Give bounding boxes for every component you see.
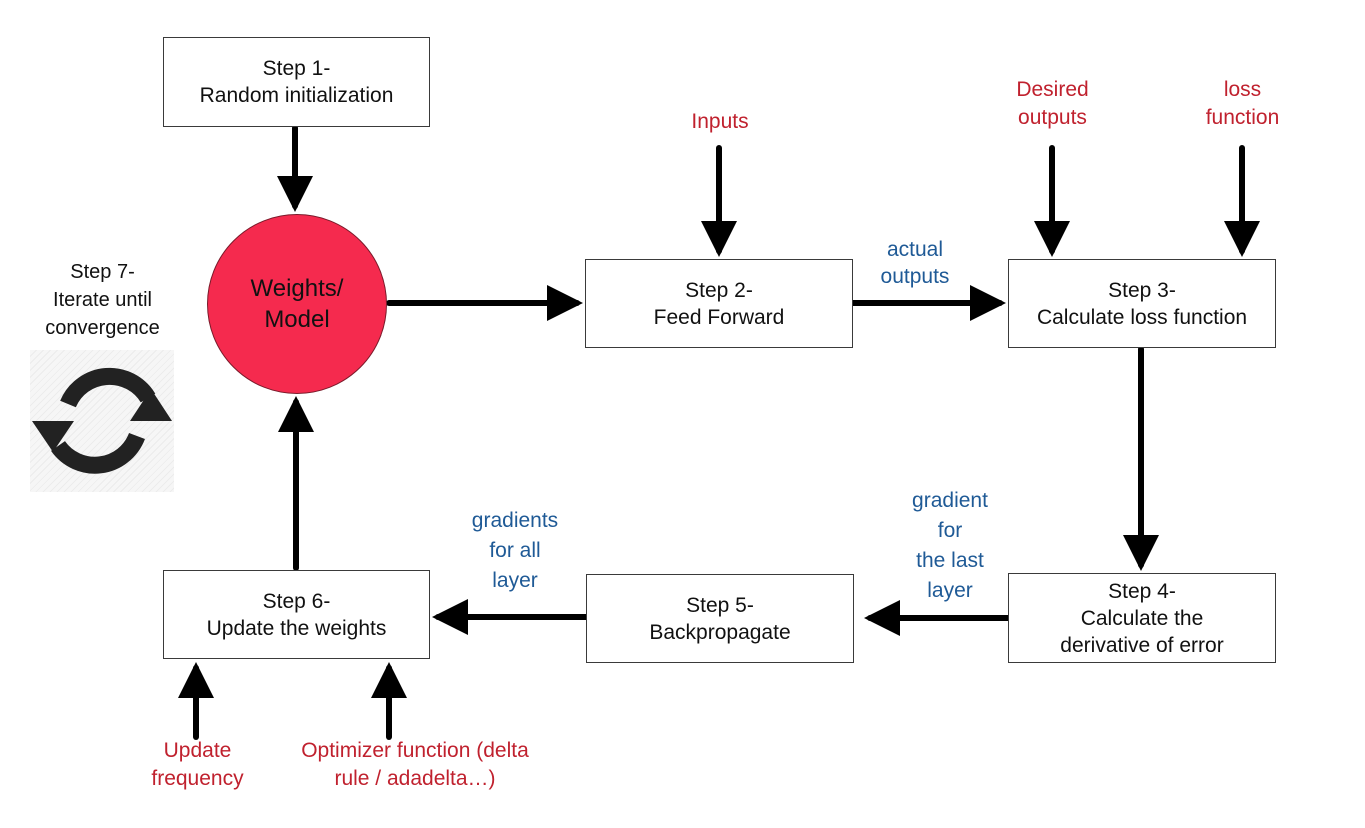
optimizer-function-label: Optimizer function (delta rule / adadelt… xyxy=(270,737,560,793)
step4-title: Step 4- xyxy=(1108,579,1176,603)
step3-box: Step 3- Calculate loss function xyxy=(1008,259,1276,348)
gradient-last-layer-label: gradient for the last layer xyxy=(895,486,1005,606)
optimizer-function-line1: Optimizer function (delta xyxy=(301,739,529,762)
step6-box: Step 6- Update the weights xyxy=(163,570,430,659)
actual-outputs-line1: actual xyxy=(886,238,944,261)
actual-outputs-line2: outputs xyxy=(880,265,950,288)
gradients-all-layer-line2: for all xyxy=(489,539,541,562)
step2-title: Step 2- xyxy=(685,278,753,302)
gradients-all-layer-line1: gradients xyxy=(471,509,559,532)
step6-desc: Update the weights xyxy=(206,616,387,640)
step1-desc: Random initialization xyxy=(199,84,394,107)
step4-box: Step 4- Calculate the derivative of erro… xyxy=(1008,573,1276,663)
desired-outputs-line1: Desired xyxy=(1016,78,1089,101)
refresh-icon xyxy=(30,350,174,492)
gradients-all-layer-line3: layer xyxy=(492,569,538,592)
gradient-last-layer-line1: gradient xyxy=(912,489,988,512)
step1-box: Step 1- Random initialization xyxy=(163,37,430,127)
update-frequency-label: Update frequency xyxy=(130,737,265,793)
step7-label: Step 7- Iterate until convergence xyxy=(20,258,185,342)
gradient-last-layer-line3: the last xyxy=(916,549,984,572)
update-frequency-line2: frequency xyxy=(151,767,244,790)
loss-function-line2: function xyxy=(1205,106,1280,129)
model-line1: Weights/ xyxy=(250,275,344,302)
gradient-last-layer-line2: for xyxy=(937,519,963,542)
optimizer-function-line2: rule / adadelta…) xyxy=(334,767,496,790)
step7-desc-line1: Iterate until xyxy=(53,289,152,311)
step6-title: Step 6- xyxy=(262,589,331,613)
inputs-label: Inputs xyxy=(660,108,780,136)
step7-desc-line2: convergence xyxy=(45,317,160,339)
step4-desc-line2: derivative of error xyxy=(1060,633,1224,657)
step5-title: Step 5- xyxy=(686,593,754,617)
step2-desc: Feed Forward xyxy=(653,305,785,329)
step3-desc: Calculate loss function xyxy=(1036,305,1248,329)
inputs-text: Inputs xyxy=(691,110,749,133)
update-frequency-line1: Update xyxy=(163,739,232,762)
step5-desc: Backpropagate xyxy=(649,620,791,644)
step4-desc-line1: Calculate the xyxy=(1080,606,1204,630)
desired-outputs-label: Desired outputs xyxy=(990,76,1115,132)
step1-title: Step 1- xyxy=(262,57,331,80)
step2-box: Step 2- Feed Forward xyxy=(585,259,853,348)
loss-function-line1: loss xyxy=(1223,78,1262,101)
step3-title: Step 3- xyxy=(1108,278,1176,302)
step7-title: Step 7- xyxy=(70,261,135,283)
step5-box: Step 5- Backpropagate xyxy=(586,574,854,663)
actual-outputs-label: actual outputs xyxy=(860,236,970,290)
gradient-last-layer-line4: layer xyxy=(927,579,973,602)
model-line2: Model xyxy=(264,306,330,333)
weights-model-node: Weights/ Model xyxy=(207,214,387,394)
gradients-all-layer-label: gradients for all layer xyxy=(450,506,580,596)
loss-function-label: loss function xyxy=(1180,76,1305,132)
desired-outputs-line2: outputs xyxy=(1018,106,1087,129)
